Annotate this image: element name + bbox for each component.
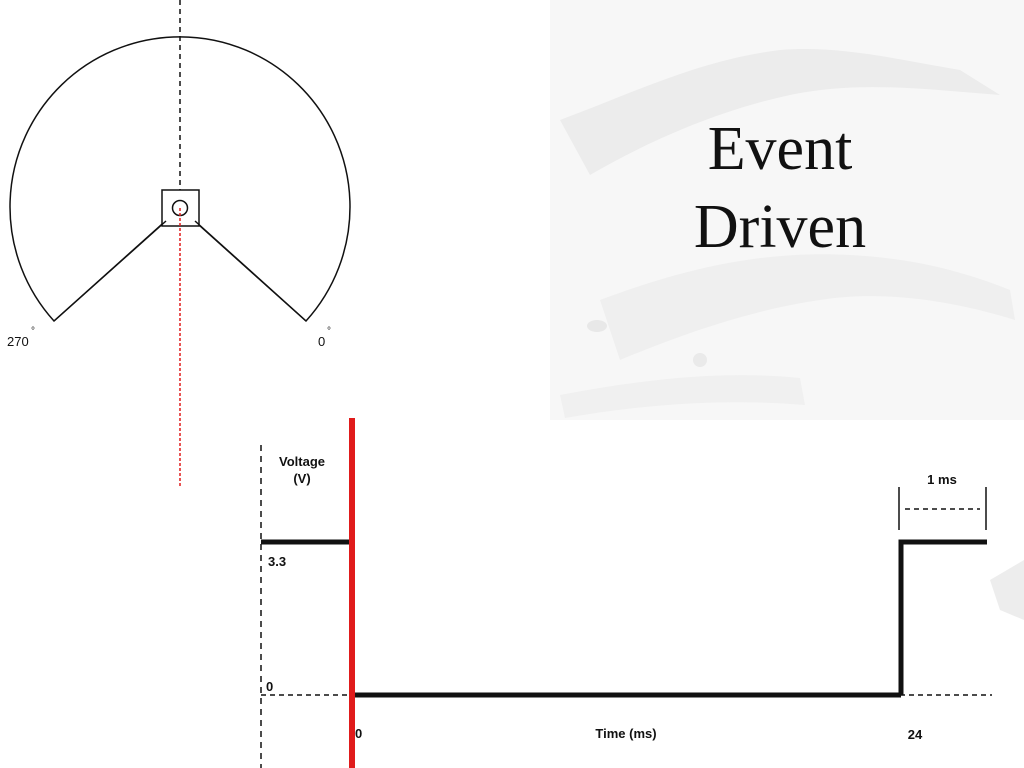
degree-symbol-0: ° [327,326,331,337]
pulse-width-label: 1 ms [927,472,957,487]
servo-arm-right [194,220,307,322]
slide-title-line-1: Event [707,115,853,183]
level-low-label: 0 [266,679,273,694]
y-axis-label-line-2: (V) [293,471,310,486]
pulse-rising-edge [898,539,987,695]
angle-label-0: 0 [318,334,325,349]
servo-arm-left [53,220,167,322]
slide-title-line-2: Driven [693,193,867,261]
angle-label-270: 270 [7,334,29,349]
time-marker-red [349,418,355,768]
degree-symbol-270: ° [31,326,35,337]
servo-sweep-outline [9,36,351,323]
level-high-label: 3.3 [268,554,286,569]
x-axis-label: Time (ms) [595,726,656,741]
y-axis-label-line-1: Voltage [279,454,325,469]
x-tick-label-end: 24 [908,727,923,742]
x-tick-label-start: 0 [355,726,362,741]
